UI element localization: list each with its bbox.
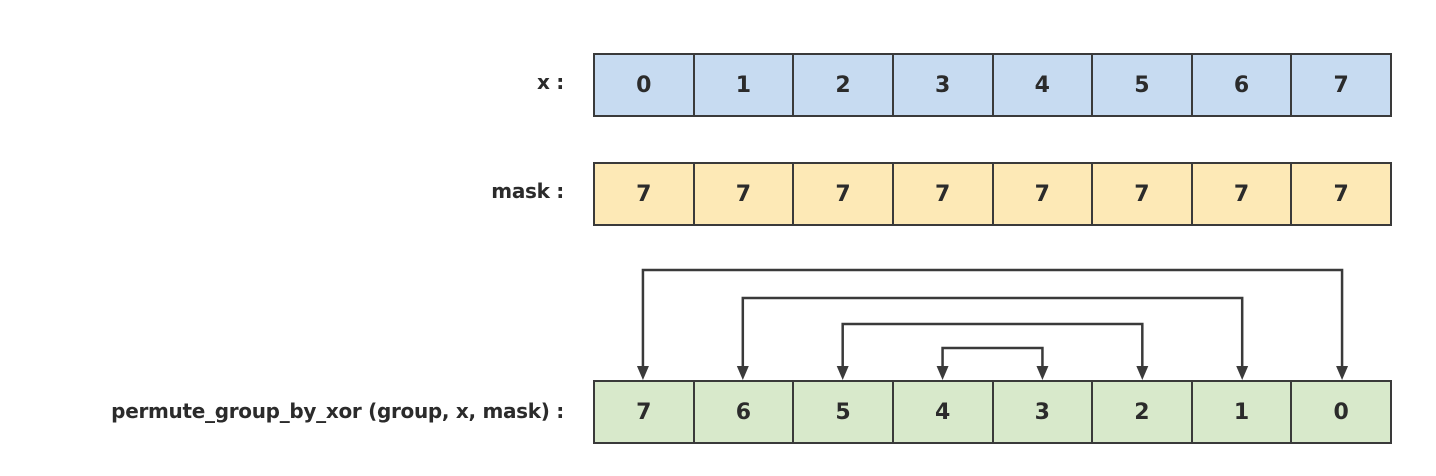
result-cell: 4 <box>894 382 994 442</box>
mask-cell: 7 <box>1193 164 1293 224</box>
x-cell: 1 <box>695 55 795 115</box>
result-cell: 1 <box>1193 382 1293 442</box>
arrow-head <box>1036 366 1049 380</box>
mask-row-label: mask : <box>491 179 564 203</box>
arrow-head <box>1336 366 1349 380</box>
arrow-head <box>636 366 649 380</box>
result-row-label: permute_group_by_xor (group, x, mask) : <box>111 399 564 423</box>
result-cell: 6 <box>695 382 795 442</box>
result-cell: 5 <box>794 382 894 442</box>
x-cell: 4 <box>994 55 1094 115</box>
result-cell: 7 <box>595 382 695 442</box>
x-cell: 2 <box>794 55 894 115</box>
mask-cell: 7 <box>1093 164 1193 224</box>
mask-cell: 7 <box>894 164 994 224</box>
swap-arrow <box>841 322 1144 368</box>
arrow-head <box>1136 366 1149 380</box>
x-cell: 3 <box>894 55 994 115</box>
swap-arrow <box>641 268 1344 368</box>
mask-cell: 7 <box>595 164 695 224</box>
arrow-head <box>936 366 949 380</box>
result-cell: 3 <box>994 382 1094 442</box>
mask-cell: 7 <box>695 164 795 224</box>
result-cell: 0 <box>1333 399 1349 425</box>
swap-arrow <box>741 296 1244 368</box>
arrow-head <box>1236 366 1249 380</box>
mask-cell: 7 <box>994 164 1094 224</box>
arrow-head <box>836 366 849 380</box>
mask-cell: 7 <box>1333 181 1349 207</box>
arrow-head <box>736 366 749 380</box>
x-cell: 7 <box>1333 72 1349 98</box>
x-cell: 0 <box>595 55 695 115</box>
result-array: 7 6 5 4 3 2 1 0 <box>593 380 1392 444</box>
swap-arrow <box>941 346 1044 368</box>
x-cell: 6 <box>1193 55 1293 115</box>
result-cell: 2 <box>1093 382 1193 442</box>
x-row-label: x : <box>537 70 564 94</box>
mask-cell: 7 <box>794 164 894 224</box>
x-cell: 5 <box>1093 55 1193 115</box>
x-array: 0 1 2 3 4 5 6 7 <box>593 53 1392 117</box>
mask-array: 7 7 7 7 7 7 7 7 <box>593 162 1392 226</box>
